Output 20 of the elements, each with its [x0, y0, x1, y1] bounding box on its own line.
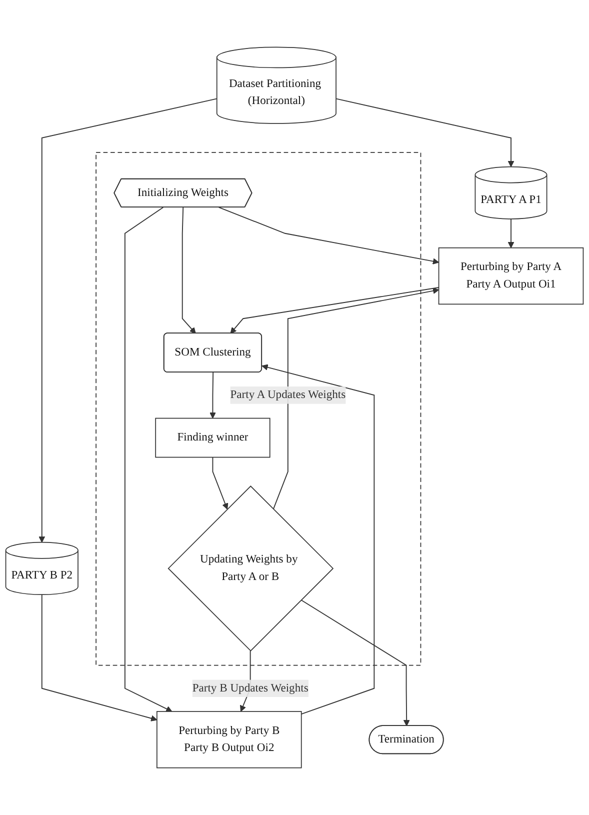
- arrow: [262, 364, 375, 715]
- arrow: [508, 218, 514, 248]
- edge-label: Party A Updates Weights: [230, 388, 346, 401]
- node-box: Perturbing by Party A Party A Output Oi1: [438, 247, 584, 305]
- arrow: [272, 288, 440, 510]
- arrow: [124, 206, 172, 712]
- cluster: [96, 152, 422, 666]
- node-box: Finding winner: [155, 418, 270, 458]
- arrow: [41, 594, 158, 722]
- arrow: [300, 600, 410, 726]
- node-diamond: Updating Weights by Party A or B: [168, 486, 334, 652]
- arrow: [182, 206, 196, 334]
- node-box: Perturbing by Party B Party B Output Oi2: [156, 711, 302, 768]
- arrow: [230, 287, 440, 334]
- arrow: [336, 98, 514, 168]
- arrow: [218, 206, 440, 264]
- arrow: [210, 372, 216, 419]
- edge-label: Party B Updates Weights: [192, 682, 308, 694]
- arrow: [38, 98, 218, 543]
- arrow: [212, 456, 228, 510]
